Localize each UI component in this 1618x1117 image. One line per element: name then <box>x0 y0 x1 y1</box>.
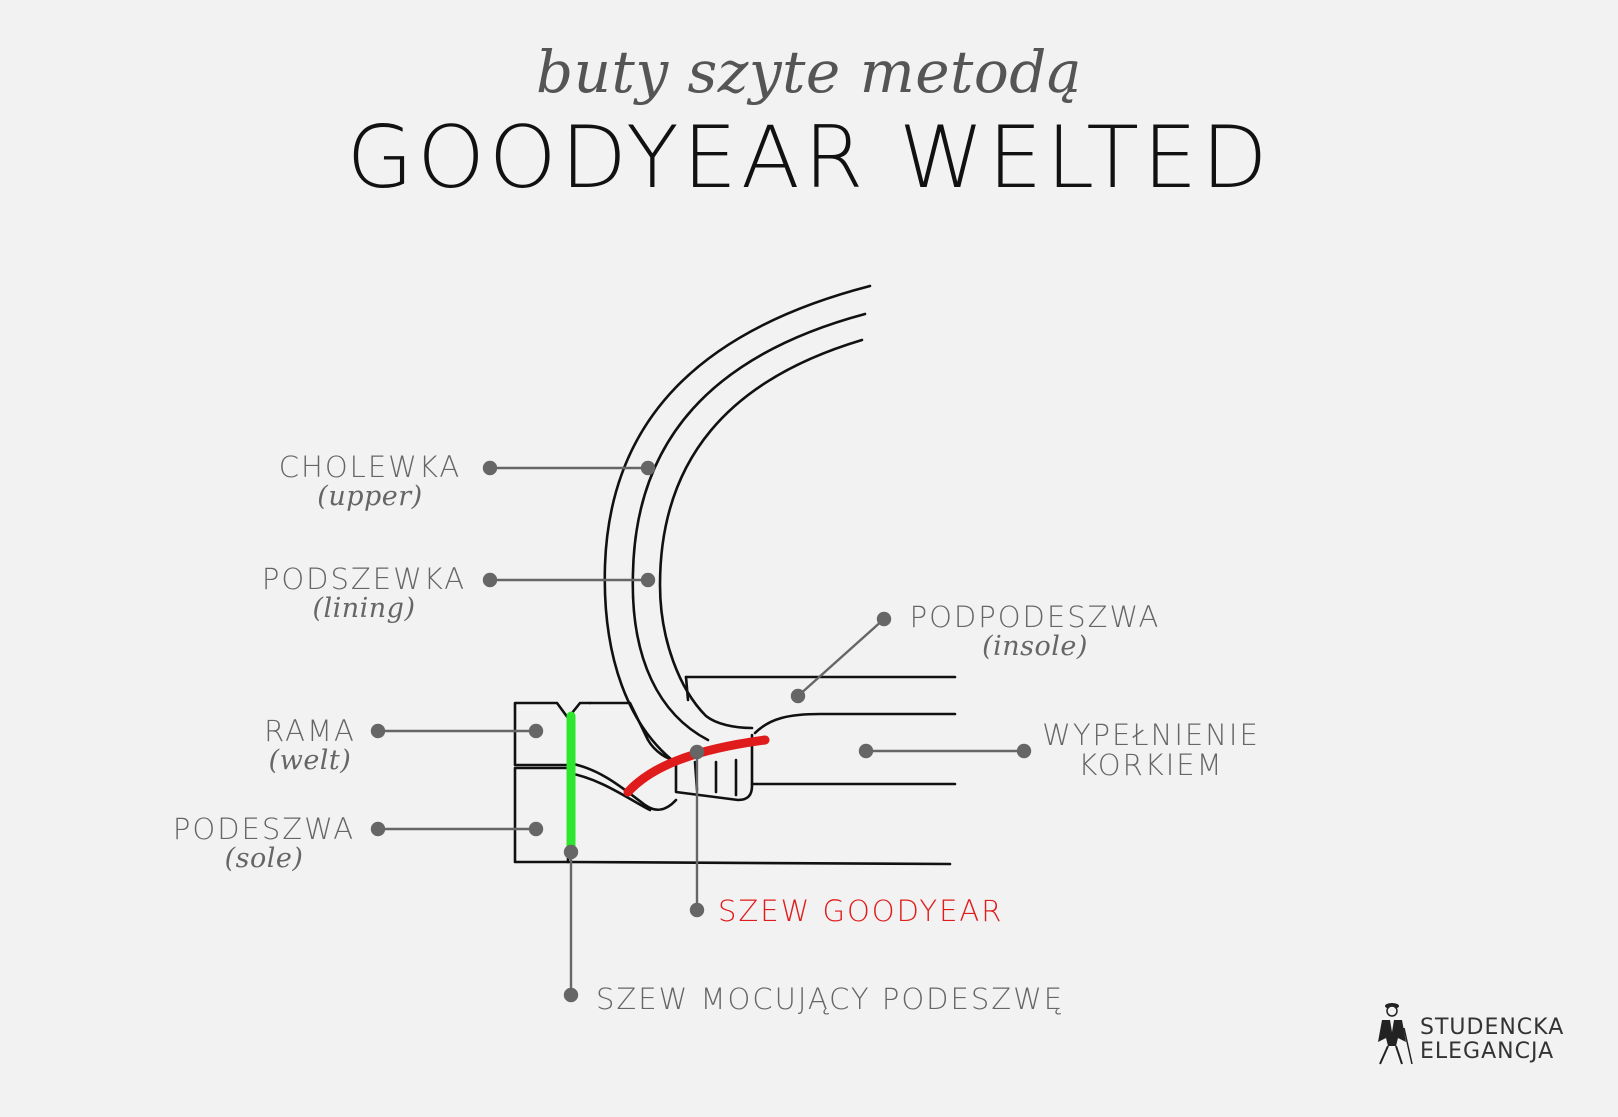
leader-dot <box>528 723 544 739</box>
label-cork: WYPEŁNIENIE KORKIEM <box>1038 720 1264 780</box>
leader-dot <box>528 821 544 837</box>
label-sole: PODESZWA (sole) <box>168 814 360 874</box>
label-lining-main: PODSZEWKA <box>261 562 467 596</box>
leader-dot <box>640 460 656 476</box>
label-upper-sub: (upper) <box>317 481 423 512</box>
label-welt-main: RAMA <box>264 714 356 748</box>
leader-dot <box>370 723 386 739</box>
leader-dot <box>689 902 705 918</box>
label-insole: PODPODESZWA (insole) <box>904 602 1166 662</box>
leader-dot <box>790 688 806 704</box>
leader-dot <box>640 572 656 588</box>
label-upper: CHOLEWKA (upper) <box>270 452 470 512</box>
upper-outer-line <box>603 284 872 762</box>
leader-insole <box>797 618 885 697</box>
label-insole-main: PODPODESZWA <box>909 600 1161 634</box>
label-sole-main: PODESZWA <box>172 812 356 846</box>
label-lining-sub: (lining) <box>312 593 416 624</box>
label-lining: PODSZEWKA (lining) <box>256 564 472 624</box>
label-goodyear-stitch: SZEW GOODYEAR <box>718 894 1004 928</box>
upper-middle-line <box>631 312 867 742</box>
logo-line2: ELEGANCJA <box>1420 1039 1555 1064</box>
label-welt: RAMA (welt) <box>240 716 380 776</box>
label-upper-main: CHOLEWKA <box>278 450 462 484</box>
leader-dot <box>563 844 579 860</box>
label-insole-sub: (insole) <box>982 631 1088 662</box>
studencka-elegancja-logo: STUDENCKA ELEGANCJA <box>1368 998 1588 1068</box>
gentleman-walking-icon <box>1378 1003 1413 1065</box>
label-sole-sub: (sole) <box>224 843 304 874</box>
logo-text: STUDENCKA ELEGANCJA <box>1420 1016 1564 1064</box>
sole-block <box>513 766 570 864</box>
sole-bottom-line <box>566 860 952 866</box>
leader-dot <box>876 611 892 627</box>
leader-dot <box>563 987 579 1003</box>
sole-top-line <box>566 771 652 812</box>
leader-dot <box>482 572 498 588</box>
diagram-subtitle: buty szyte metodą <box>536 38 1082 106</box>
label-cork-line2: KORKIEM <box>1078 748 1224 782</box>
insole-left-edge <box>684 675 690 702</box>
diagram-title: GOODYEAR WELTED <box>346 108 1272 208</box>
welt-lower-curve <box>566 761 678 811</box>
leader-dot <box>1016 743 1032 759</box>
label-sole-stitch: SZEW MOCUJĄCY PODESZWĘ <box>596 982 1065 1016</box>
logo-line1: STUDENCKA <box>1420 1015 1565 1040</box>
lining-inner-line <box>658 338 864 730</box>
label-welt-sub: (welt) <box>268 745 352 776</box>
label-cork-line1: WYPEŁNIENIE <box>1042 718 1260 752</box>
leader-dot <box>689 744 705 760</box>
leader-dot <box>370 821 386 837</box>
leader-dot <box>858 743 874 759</box>
insole-rib <box>674 733 754 802</box>
leader-dot <box>482 460 498 476</box>
insole-rib-line <box>753 712 957 735</box>
goodyear-stitch <box>623 735 770 797</box>
